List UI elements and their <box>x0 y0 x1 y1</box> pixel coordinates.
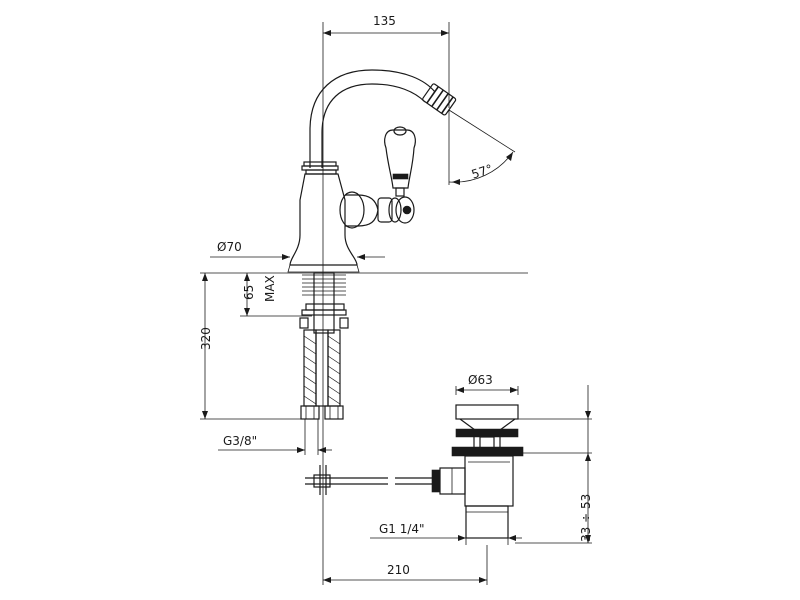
dim-210-label: 210 <box>387 563 410 577</box>
dim-33-53-label: 33 ÷ 53 <box>579 494 593 542</box>
dim-320-label: 320 <box>199 327 213 350</box>
dim-max-label: MAX <box>263 275 277 302</box>
dim-65-label: 65 <box>242 285 256 300</box>
dim-135-label: 135 <box>373 14 396 28</box>
bidet-mixer <box>287 69 457 420</box>
dimension-lines <box>200 22 592 585</box>
dim-57-label: 57° <box>470 162 495 182</box>
dim-o63-label: Ø63 <box>468 373 493 387</box>
dim-o70-label: Ø70 <box>217 240 242 254</box>
pop-up-waste <box>305 404 524 539</box>
dim-g114-label: G1 1/4" <box>379 522 425 536</box>
dimension-labels: 135 57° Ø70 65 MAX 320 G3/8" Ø63 G1 1/4"… <box>199 14 593 577</box>
dim-g38-label: G3/8" <box>223 434 257 448</box>
